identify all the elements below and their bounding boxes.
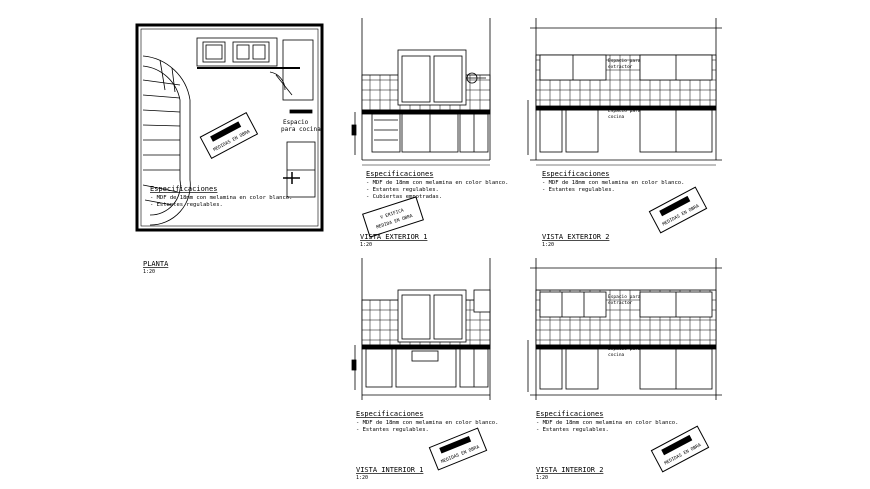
ext2-spec-item-2: - Estantes regulables. — [542, 187, 615, 193]
ext2-spec-item-1: - MDF de 18mm con melamina en color blan… — [542, 180, 684, 186]
ext1-spec-heading: Especificaciones — [366, 170, 433, 178]
ext2-stamp: MEDIDAS EN OBRA — [648, 186, 708, 234]
int1-spec-item-1: - MDF de 18mm con melamina en color blan… — [356, 420, 498, 426]
elevation-interior-2 — [527, 258, 722, 400]
plan-note-line-2: para cocina — [281, 126, 321, 133]
ext1-spec-item-2: - Estantes regulables. — [366, 187, 439, 193]
ext1-spec-item-3: - Cubiertas empotradas. — [366, 194, 442, 200]
int2-stamp: MEDIDAS EN OBRA — [650, 425, 710, 473]
int1-stamp: MEDIDAS EN OBRA — [428, 427, 488, 471]
plan-spec-item-2: - Estantes regulables. — [150, 202, 223, 208]
plan-counter — [196, 37, 314, 114]
ext2-lower-note-1: Espacio para — [608, 108, 641, 114]
int2-lower-note-1: Espacio para — [608, 346, 641, 352]
ext2-spec-heading: Especificaciones — [542, 170, 609, 178]
int2-lower-note-2: cocina — [608, 352, 625, 358]
elevation-exterior-2 — [527, 18, 722, 166]
plan-title: PLANTA — [143, 260, 169, 268]
int1-spec-heading: Especificaciones — [356, 410, 423, 418]
int1-scale: 1:20 — [356, 475, 368, 481]
spiral-stair — [142, 55, 191, 226]
ext1-stamp: V ERIFICA MEDIDA EN OBRA — [362, 196, 424, 238]
ext2-upper-note-1: Espacio para — [608, 58, 641, 64]
int2-spec-item-1: - MDF de 18mm con melamina en color blan… — [536, 420, 678, 426]
int1-spec-item-2: - Estantes regulables. — [356, 427, 429, 433]
ext2-lower-note-2: cocina — [608, 114, 625, 120]
ext2-scale: 1:20 — [542, 242, 554, 248]
int2-upper-note-1: Espacio para — [608, 294, 641, 300]
int2-scale: 1:20 — [536, 475, 548, 481]
plan-scale: 1:20 — [143, 269, 155, 275]
ext2-title: VISTA EXTERIOR 2 — [542, 233, 609, 241]
plan-outer-wall — [135, 23, 324, 232]
elevation-interior-1 — [351, 258, 491, 400]
int2-title: VISTA INTERIOR 2 — [536, 466, 603, 474]
ext1-spec-item-1: - MDF de 18mm con melamina en color blan… — [366, 180, 508, 186]
plan-note-line-1: Espacio — [283, 119, 309, 126]
int2-upper-note-2: extractor — [608, 300, 633, 306]
int2-spec-heading: Especificaciones — [536, 410, 603, 418]
ext1-scale: 1:20 — [360, 242, 372, 248]
plan-spec-heading: Especificaciones — [150, 185, 217, 193]
floor-plan: Espacio para cocina MEDIDAS EN OBRA Espe… — [135, 23, 324, 275]
ext2-upper-note-2: extractor — [608, 64, 633, 70]
plan-spec-item-1: - MDF de 18mm con melamina en color blan… — [150, 195, 292, 201]
plan-stamp: MEDIDAS EN OBRA — [199, 112, 259, 160]
ext1-title: VISTA EXTERIOR 1 — [360, 233, 427, 241]
plan-fridge — [283, 141, 316, 198]
elevation-exterior-1 — [351, 18, 491, 166]
int2-spec-item-2: - Estantes regulables. — [536, 427, 609, 433]
int1-title: VISTA INTERIOR 1 — [356, 466, 423, 474]
